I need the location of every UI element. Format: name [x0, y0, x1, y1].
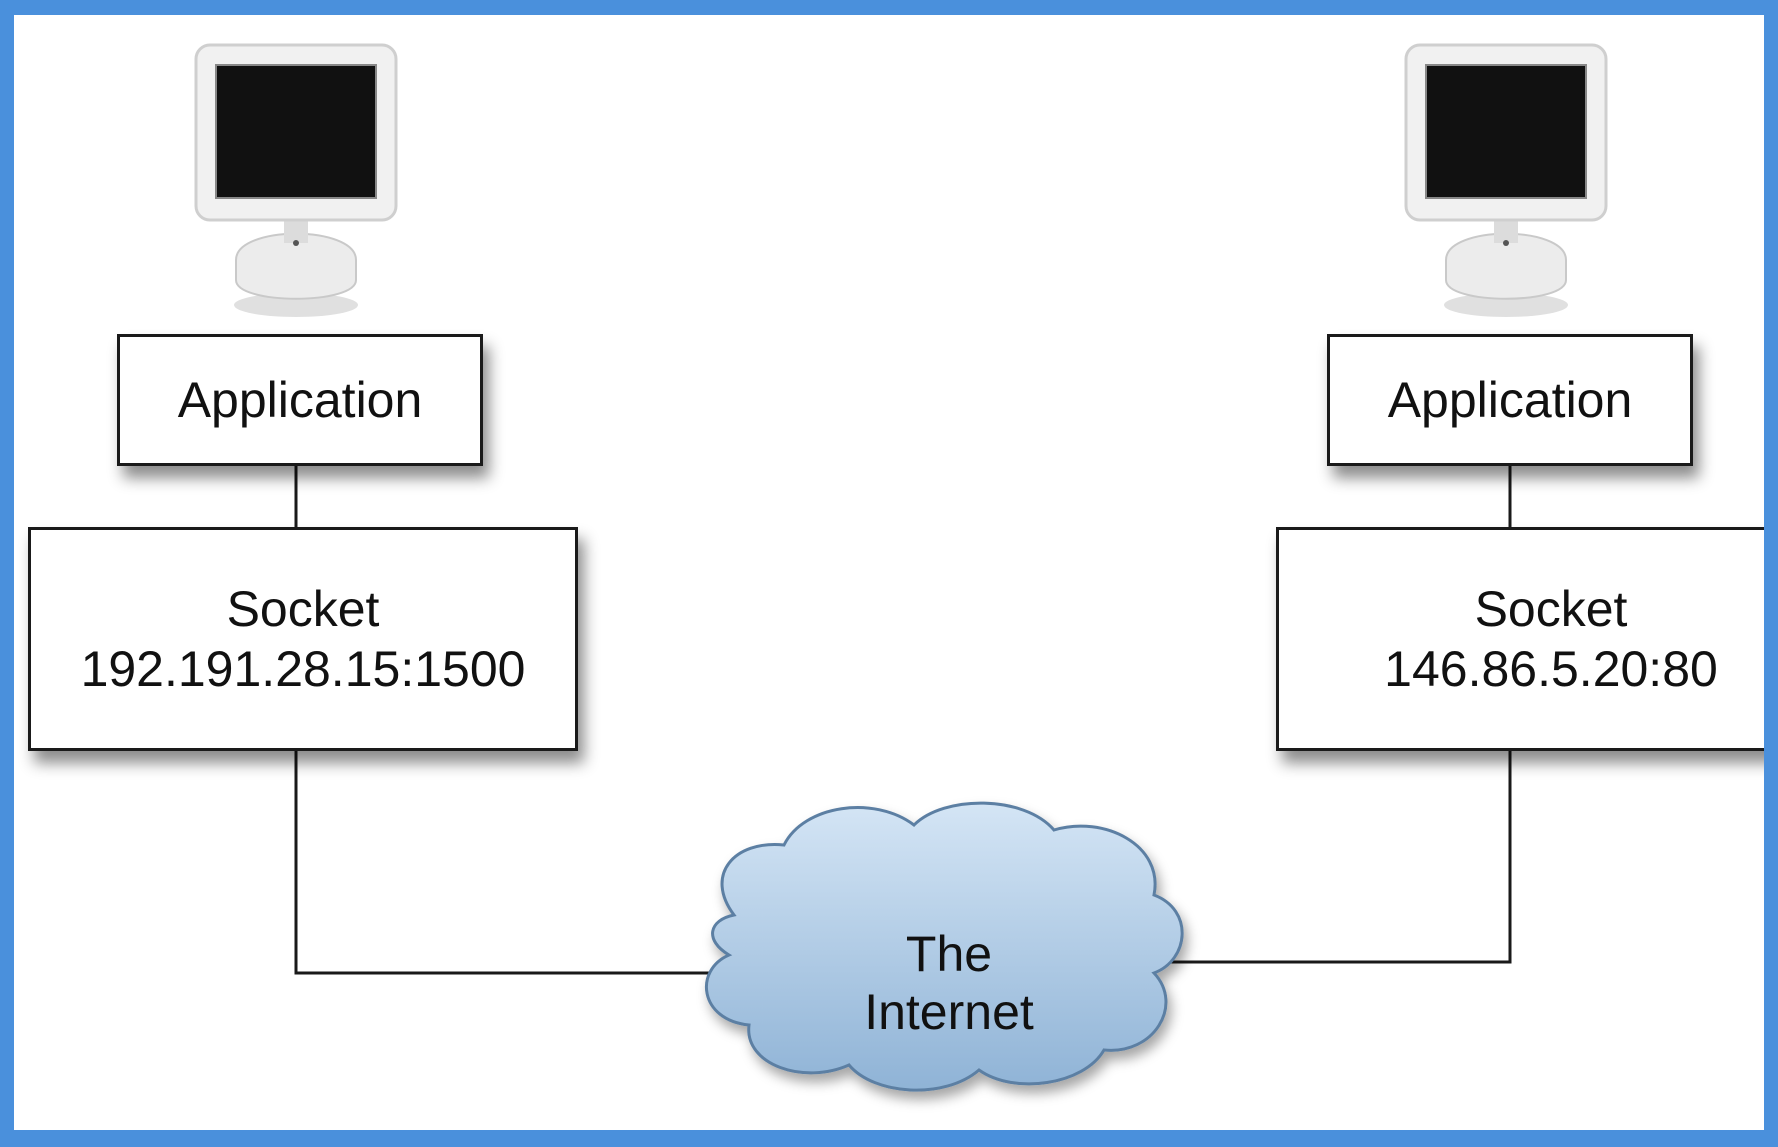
- diagram-canvas: [194, 43, 1608, 1092]
- internet-label: The Internet: [834, 925, 1064, 1041]
- internet-label-line2: Internet: [864, 984, 1034, 1040]
- left-application-label: Application: [177, 372, 423, 428]
- internet-label-line1: The: [905, 926, 993, 982]
- left-application-box: Application: [117, 334, 483, 466]
- left-socket-address: 192.191.28.15:1500: [80, 641, 526, 697]
- right-socket-address: 146.86.5.20:80: [1384, 641, 1718, 697]
- connector-left-socket-internet: [294, 751, 714, 975]
- right-socket-title: Socket: [1474, 581, 1628, 637]
- desktop-computer-icon-left: [194, 43, 398, 317]
- right-socket-box: Socket 146.86.5.20:80: [1276, 527, 1764, 751]
- diagram-frame: Application Application Socket 192.191.2…: [14, 15, 1764, 1130]
- connector-right-socket-internet: [1164, 751, 1512, 964]
- desktop-computer-icon-right: [1404, 43, 1608, 317]
- left-socket-box: Socket 192.191.28.15:1500: [28, 527, 578, 751]
- right-application-box: Application: [1327, 334, 1693, 466]
- right-application-label: Application: [1387, 372, 1633, 428]
- cloud-icon: [704, 801, 1184, 1092]
- left-socket-title: Socket: [226, 581, 380, 637]
